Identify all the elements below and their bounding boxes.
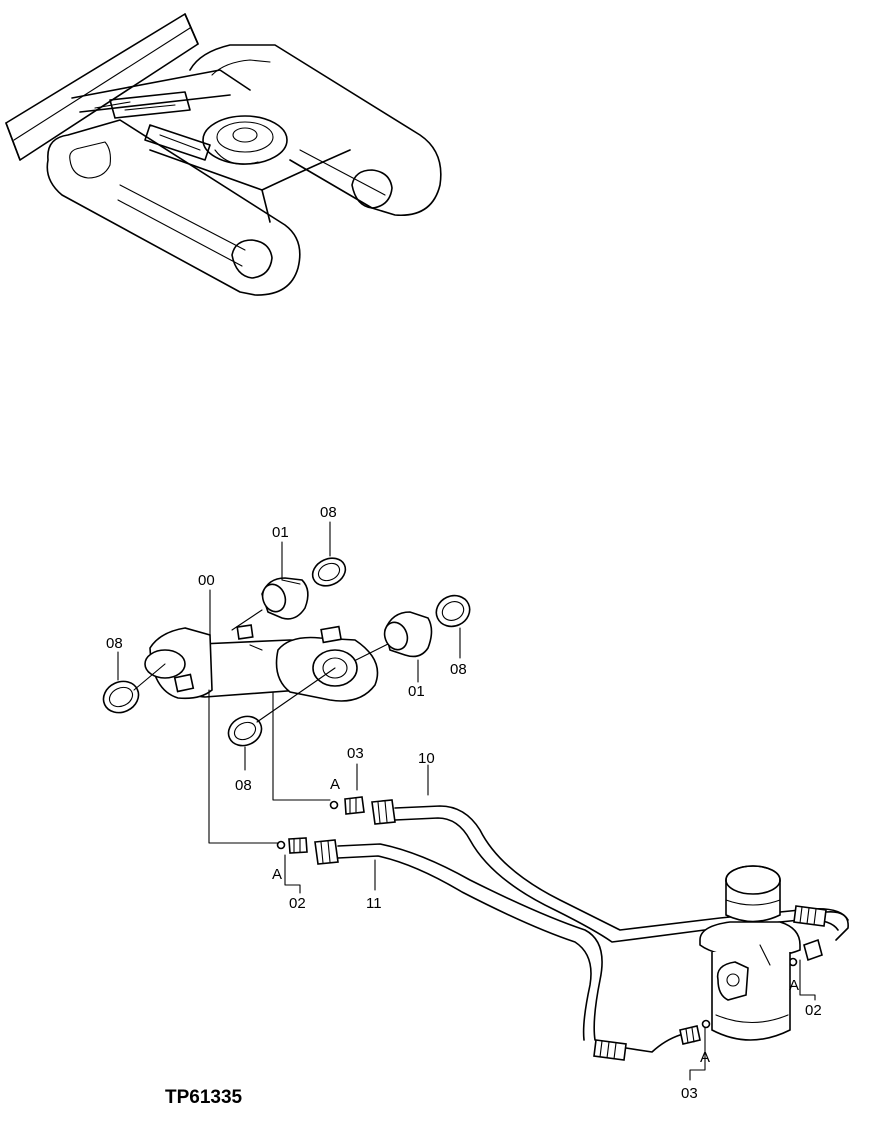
callout-03-bottom: 03	[681, 1085, 698, 1102]
callout-08-left: 08	[106, 635, 123, 652]
callout-a-bottom: A	[700, 1049, 710, 1066]
callout-01-top: 01	[272, 524, 289, 541]
seal-08-left	[102, 680, 140, 714]
callout-00: 00	[198, 572, 215, 589]
undercarriage-overview	[5, 13, 442, 296]
callout-a-upper: A	[330, 776, 340, 793]
port-routing-lines	[208, 689, 331, 844]
seal-08-right	[435, 594, 471, 628]
fittings	[276, 796, 823, 1045]
hoses	[314, 799, 849, 1061]
seal-08-bottom	[227, 715, 263, 747]
callout-08-bottom: 08	[235, 777, 252, 794]
callout-02-left: 02	[289, 895, 306, 912]
blade-cylinder	[144, 624, 379, 702]
leader-lines	[117, 521, 816, 1081]
callout-03-left: 03	[347, 745, 364, 762]
callout-11: 11	[366, 895, 382, 912]
callout-08-right: 08	[450, 661, 467, 678]
center-swivel-joint	[699, 865, 801, 1041]
assembly-lines	[133, 609, 389, 723]
figure-id: TP61335	[165, 1087, 243, 1108]
bushing-01-right	[383, 611, 433, 658]
callout-a-lower: A	[272, 866, 282, 883]
callout-a-right: A	[789, 977, 799, 994]
callout-labels: 00 01 08 08 08 01 08 03 10 A A 02 11 A 0…	[106, 504, 822, 1102]
callout-02-right: 02	[805, 1002, 822, 1019]
seal-08-top	[311, 557, 347, 587]
callout-08-top: 08	[320, 504, 337, 521]
callout-10: 10	[418, 750, 435, 767]
bushing-01-top	[261, 577, 309, 620]
callout-01-right: 01	[408, 683, 425, 700]
